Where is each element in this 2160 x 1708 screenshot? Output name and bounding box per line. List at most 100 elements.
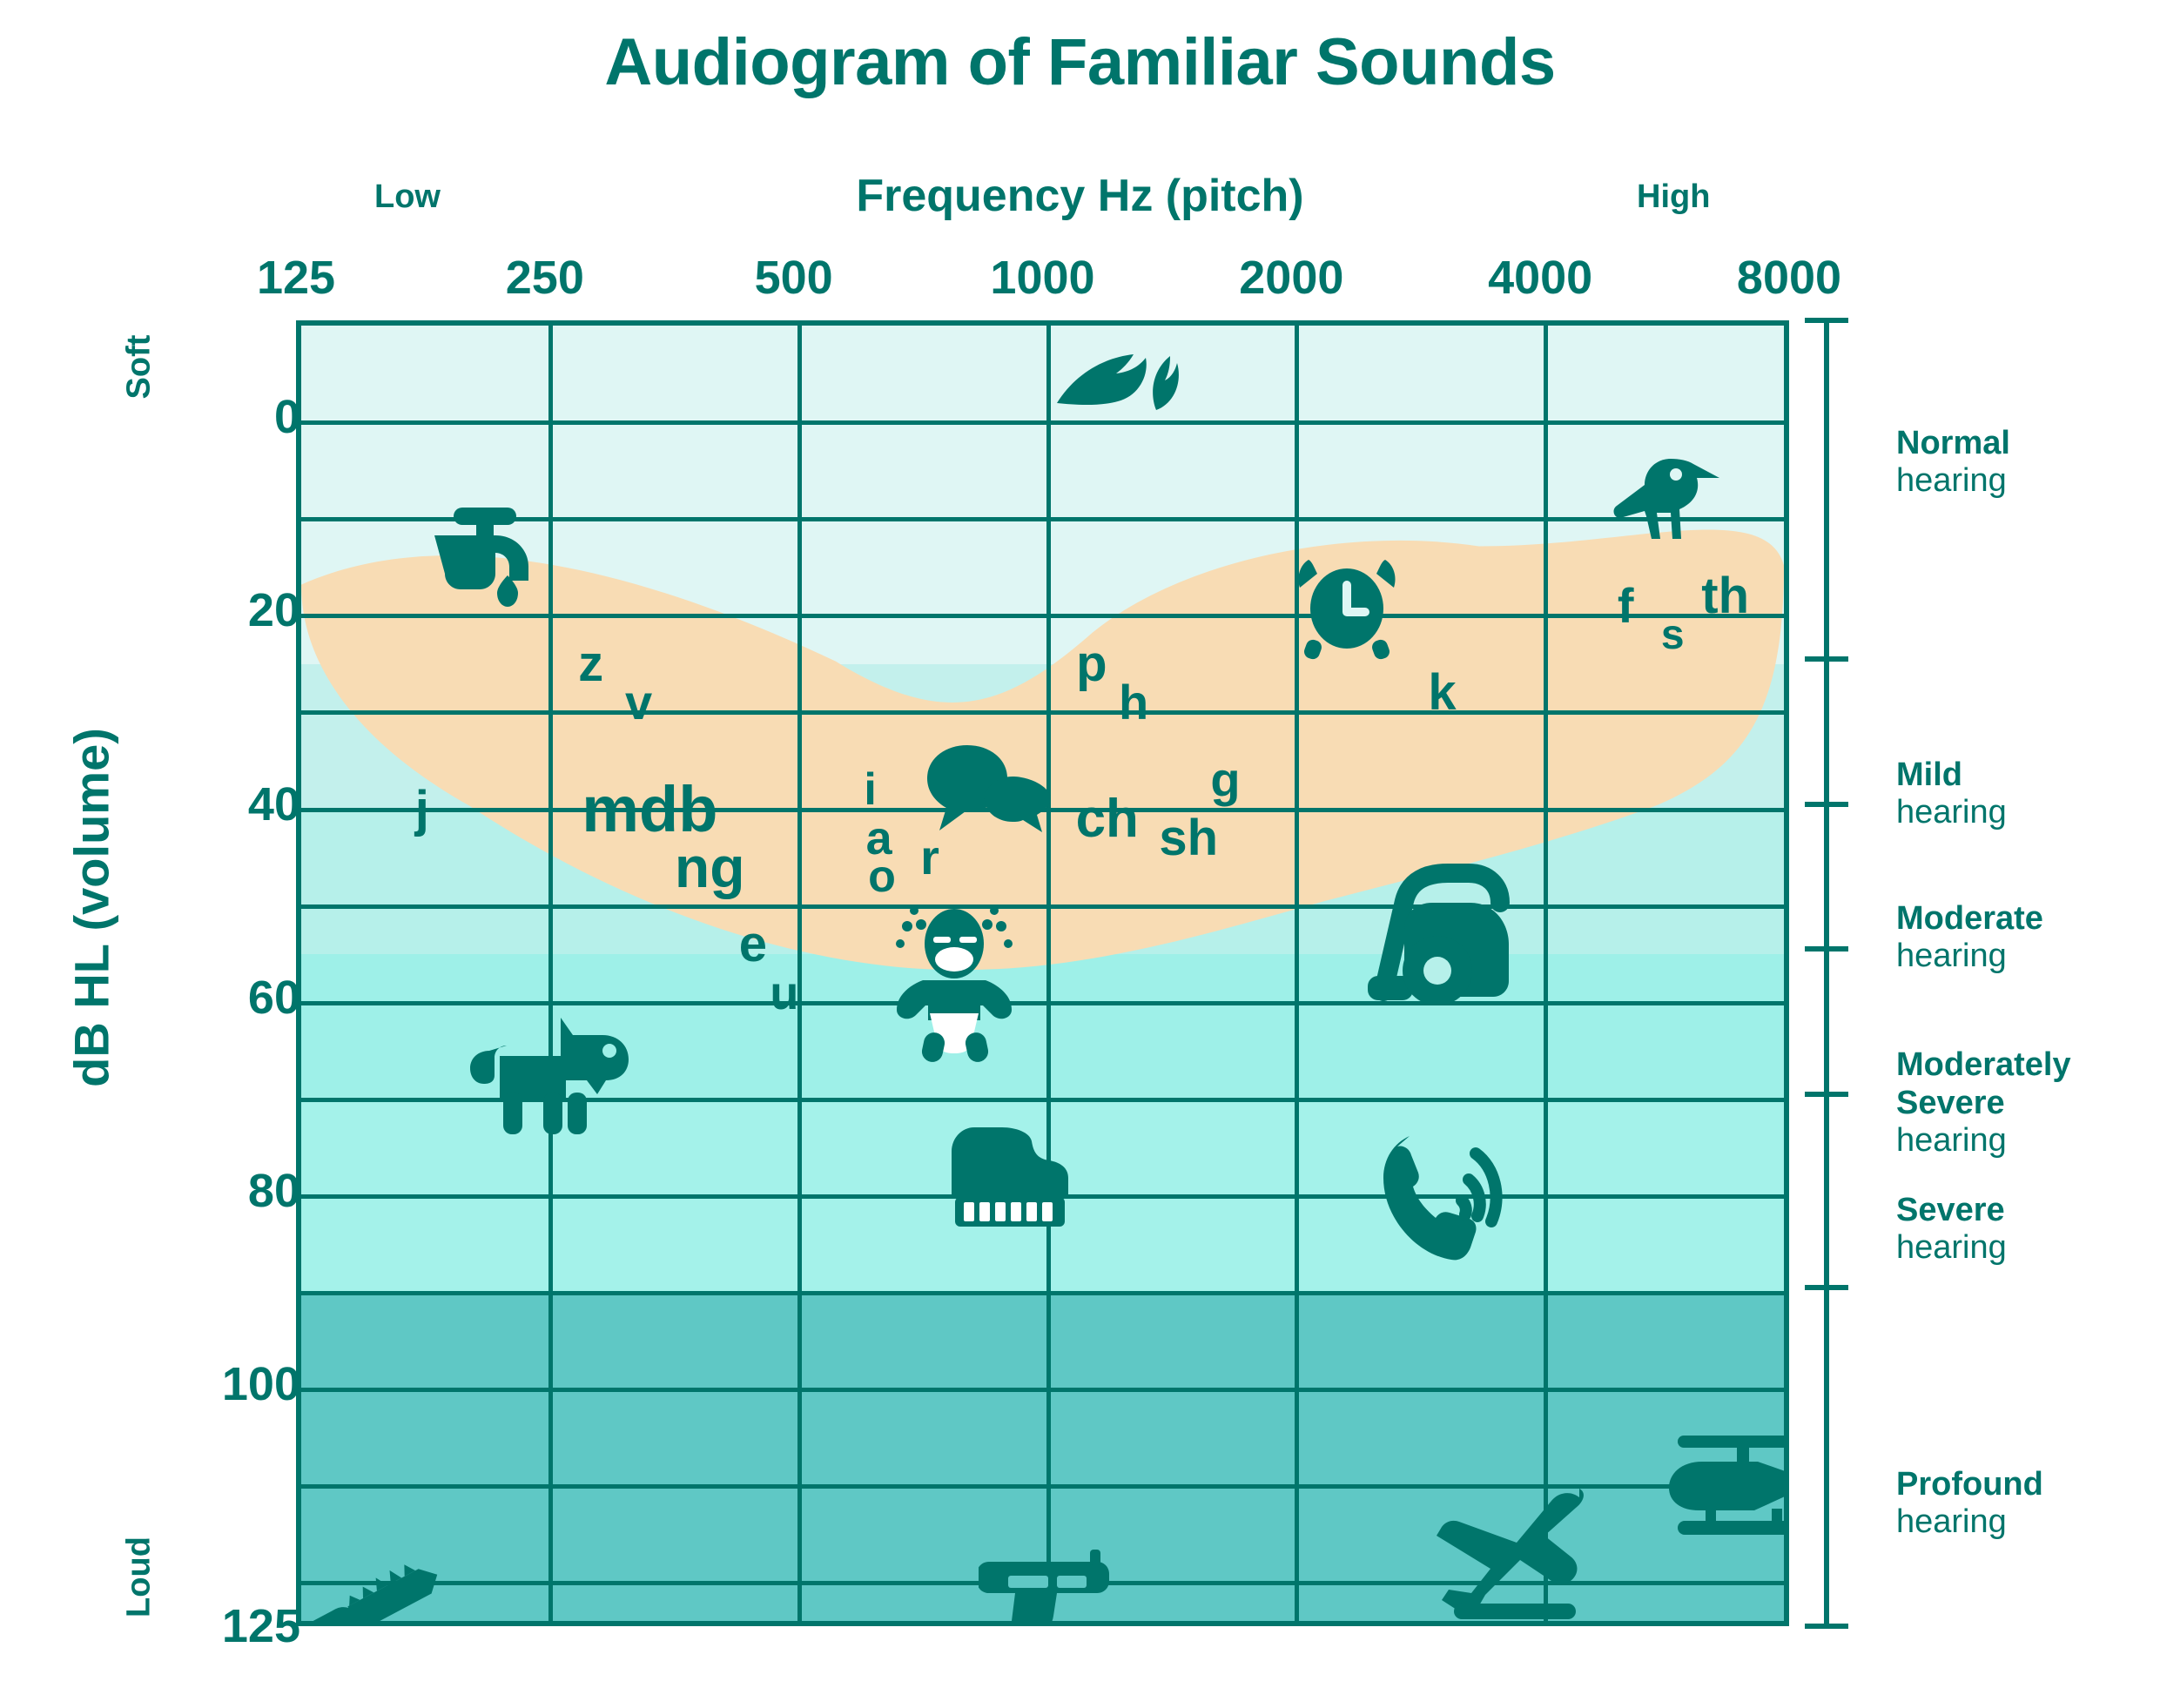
helicopter-icon — [1664, 1425, 1784, 1547]
ringing-phone-icon — [1380, 1131, 1528, 1261]
y-tick-0: 0 — [273, 391, 300, 444]
speech-sound-mdb: mdb — [582, 772, 718, 845]
gridline-horizontal — [301, 517, 1784, 522]
gridline-horizontal — [301, 1000, 1784, 1005]
x-axis-title: Frequency Hz (pitch) — [856, 171, 1304, 221]
baby-icon — [885, 905, 1024, 1062]
severity-sublabel: hearing — [1896, 462, 2007, 500]
severity-scale-tick — [1805, 318, 1848, 323]
severity-sublabel: hearing — [1896, 794, 2007, 831]
speech-sound-s: s — [1660, 611, 1685, 658]
x-tick-4000: 4000 — [1488, 252, 1593, 304]
speech-sound-ch: ch — [1075, 788, 1139, 849]
faucet-icon — [431, 506, 544, 610]
speech-sound-i: i — [864, 764, 877, 816]
x-tick-1000: 1000 — [990, 252, 1095, 304]
severity-label: Normal — [1896, 425, 2010, 461]
x-tick-2000: 2000 — [1239, 252, 1344, 304]
x-tick-250: 250 — [505, 252, 584, 304]
page-title: Audiogram of Familiar Sounds — [604, 25, 1556, 99]
severity-scale-axis — [1824, 320, 1829, 1626]
severity-label: Profound — [1896, 1466, 2043, 1503]
gridline-horizontal — [301, 1484, 1784, 1489]
alarm-clock-icon — [1295, 549, 1399, 662]
y-tick-60: 60 — [247, 971, 300, 1024]
speech-banana-region — [301, 529, 1784, 971]
severity-scale-tick — [1805, 1285, 1848, 1291]
speech-banana-shape — [301, 529, 1784, 971]
gridline-vertical — [797, 326, 802, 1621]
severity-scale-tick — [1805, 656, 1848, 662]
speech-sound-f: f — [1617, 578, 1634, 634]
speech-sound-j: j — [414, 780, 429, 837]
gridline-horizontal — [301, 1097, 1784, 1102]
speech-sound-ng: ng — [674, 835, 745, 900]
chainsaw-icon — [301, 1560, 454, 1621]
severity-label: Moderate — [1896, 899, 2043, 937]
y-axis-loud-label: Loud — [120, 1537, 158, 1617]
y-axis-soft-label: Soft — [120, 334, 158, 400]
x-tick-125: 125 — [256, 252, 336, 304]
gridline-vertical — [1046, 326, 1051, 1621]
severity-scale-tick — [1805, 946, 1848, 952]
x-tick-500: 500 — [754, 252, 833, 304]
gridline-horizontal — [301, 614, 1784, 619]
severity-label: Mild — [1896, 756, 1962, 793]
gridline-vertical — [1544, 326, 1549, 1621]
speech-sound-p: p — [1076, 635, 1107, 692]
y-tick-40: 40 — [247, 777, 300, 830]
severity-scale-tick — [1805, 1091, 1848, 1097]
gridline-horizontal — [301, 904, 1784, 909]
speech-sound-u: u — [770, 966, 799, 1019]
gridline-vertical — [1295, 326, 1300, 1621]
x-axis-tick-labels: 125 250 500 1000 2000 4000 8000 — [257, 251, 1841, 305]
x-tick-8000: 8000 — [1736, 252, 1842, 304]
airplane-icon — [1421, 1489, 1595, 1620]
gridline-vertical — [548, 326, 553, 1621]
gridline-horizontal — [301, 1388, 1784, 1393]
severity-sublabel: hearing — [1896, 1229, 2007, 1267]
severity-label: Severe — [1896, 1191, 2005, 1228]
speech-sound-e: e — [738, 916, 768, 973]
speech-sound-g: g — [1210, 752, 1241, 808]
speech-sound-v: v — [625, 675, 653, 730]
speech-sound-o: o — [868, 851, 896, 903]
speech-sound-z: z — [578, 635, 604, 692]
speech-sound-a: a — [865, 811, 892, 864]
gun-icon — [978, 1546, 1118, 1621]
severity-sublabel: hearing — [1896, 1121, 2007, 1159]
severity-sublabel: hearing — [1896, 1503, 2007, 1541]
dog-icon — [469, 1005, 644, 1136]
gridline-horizontal — [301, 1291, 1784, 1296]
x-axis-high-label: High — [1637, 178, 1711, 215]
severity-label: Moderately Severe — [1896, 1046, 2071, 1121]
leaves-icon — [1048, 335, 1179, 414]
speech-sound-r: r — [920, 830, 939, 885]
y-tick-20: 20 — [247, 584, 300, 637]
y-axis-title: dB HL (volume) — [64, 728, 119, 1087]
gridline-horizontal — [301, 420, 1784, 426]
speech-sound-k: k — [1428, 664, 1457, 722]
severity-scale-tick — [1805, 1624, 1848, 1629]
severity-sublabel: hearing — [1896, 937, 2007, 974]
bird-icon — [1610, 452, 1723, 548]
severity-scale-tick — [1805, 801, 1848, 807]
speech-sound-th: th — [1701, 568, 1750, 625]
speech-sound-h: h — [1118, 675, 1149, 730]
y-tick-80: 80 — [247, 1165, 300, 1217]
speech-icon — [924, 742, 1054, 837]
piano-icon — [945, 1120, 1075, 1234]
x-axis-low-label: Low — [374, 178, 441, 215]
y-tick-100: 100 — [221, 1358, 300, 1411]
y-tick-125: 125 — [221, 1600, 300, 1652]
vacuum-icon — [1364, 861, 1521, 1009]
gridline-horizontal — [301, 710, 1784, 716]
speech-sound-sh: sh — [1159, 809, 1218, 866]
